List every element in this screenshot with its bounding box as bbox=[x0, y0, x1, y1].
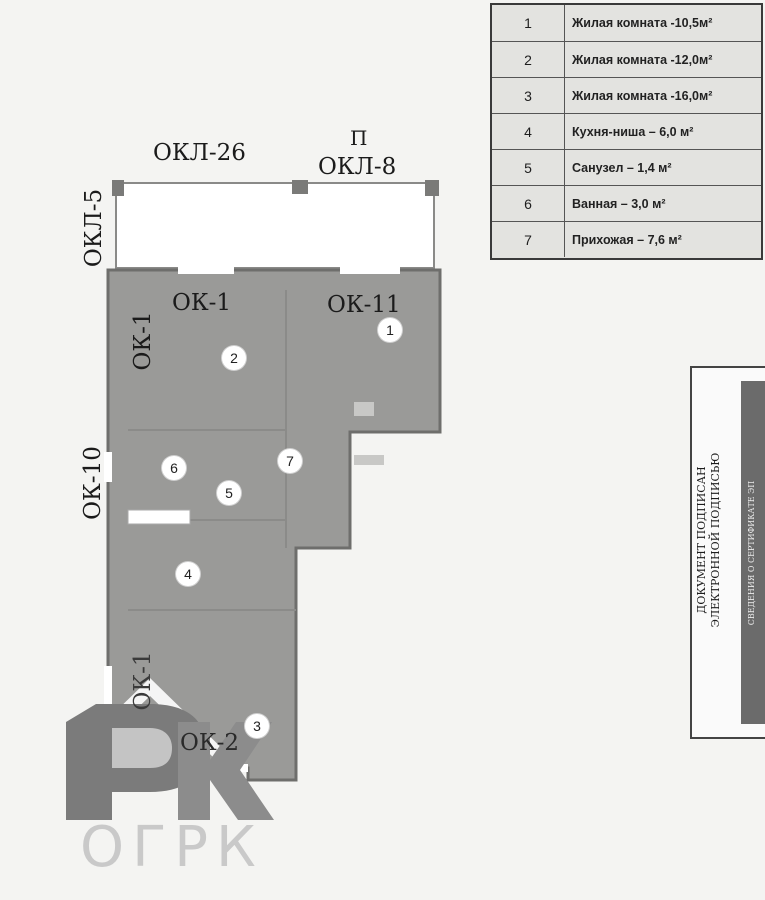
wall-label-p: П bbox=[350, 126, 368, 150]
legend-row: 2 Жилая комната -12,0м² bbox=[492, 41, 761, 77]
legend-room-number: 6 bbox=[492, 186, 565, 221]
door-marker bbox=[354, 455, 384, 465]
room-marker-3: 3 bbox=[245, 714, 269, 738]
legend-room-description: Жилая комната -16,0м² bbox=[572, 88, 713, 103]
window-opening bbox=[104, 452, 112, 482]
window-opening bbox=[178, 266, 234, 274]
legend-row: 1 Жилая комната -10,5м² bbox=[492, 5, 761, 41]
room-marker-7: 7 bbox=[278, 449, 302, 473]
stamp-certificate-text: СВЕДЕНИЯ О СЕРТИФИКАТЕ ЭП bbox=[747, 480, 756, 626]
legend-room-number: 3 bbox=[492, 78, 565, 113]
ogrk-logo-text: ОГРК bbox=[80, 815, 264, 880]
legend-room-description: Жилая комната -12,0м² bbox=[572, 52, 713, 67]
bathtub bbox=[127, 509, 191, 525]
room-marker-5: 5 bbox=[217, 481, 241, 505]
legend-row: 7 Прихожая – 7,6 м² bbox=[492, 221, 761, 257]
wall-label-ok2: ОК-2 bbox=[180, 730, 240, 756]
ogrk-logo-graphic bbox=[66, 678, 274, 820]
balcony-post bbox=[292, 180, 308, 194]
balcony-area bbox=[115, 182, 435, 269]
room-marker-4: 4 bbox=[176, 562, 200, 586]
stamp-text-block: ДОКУМЕНТ ПОДПИСАН ЭЛЕКТРОННОЙ ПОДПИСЬЮ bbox=[695, 410, 725, 670]
legend-room-number: 4 bbox=[492, 114, 565, 149]
room-marker-1: 1 bbox=[378, 318, 402, 342]
room-marker-2: 2 bbox=[222, 346, 246, 370]
legend-room-description: Ванная – 3,0 м² bbox=[572, 196, 666, 211]
wall-label-okl5: ОКЛ-5 bbox=[81, 188, 107, 268]
legend-room-description: Кухня-ниша – 6,0 м² bbox=[572, 124, 694, 139]
legend-room-number: 1 bbox=[492, 5, 565, 41]
legend-room-description: Санузел – 1,4 м² bbox=[572, 160, 672, 175]
wall-label-ok10: ОК-10 bbox=[80, 446, 106, 520]
room-legend-table: 1 Жилая комната -10,5м² 2 Жилая комната … bbox=[490, 3, 763, 260]
door-marker bbox=[354, 402, 374, 416]
stamp-line-2: ЭЛЕКТРОННОЙ ПОДПИСЬЮ bbox=[709, 452, 722, 628]
stamp-certificate-bar bbox=[741, 381, 765, 724]
balcony-corner-post bbox=[425, 180, 439, 196]
legend-row: 4 Кухня-ниша – 6,0 м² bbox=[492, 113, 761, 149]
legend-room-description: Жилая комната -10,5м² bbox=[572, 16, 713, 30]
wall-label-okl8: ОКЛ-8 bbox=[318, 154, 397, 180]
legend-row: 3 Жилая комната -16,0м² bbox=[492, 77, 761, 113]
balcony-corner-post bbox=[112, 180, 124, 196]
legend-room-number: 2 bbox=[492, 42, 565, 77]
legend-room-description: Прихожая – 7,6 м² bbox=[572, 232, 682, 247]
wall-label-ok11: ОК-11 bbox=[327, 292, 401, 318]
legend-room-number: 7 bbox=[492, 222, 565, 257]
room-marker-6: 6 bbox=[162, 456, 186, 480]
legend-row: 5 Санузел – 1,4 м² bbox=[492, 149, 761, 185]
stamp-line-1: ДОКУМЕНТ ПОДПИСАН bbox=[695, 466, 708, 614]
wall-label-ok1-top: ОК-1 bbox=[172, 290, 232, 316]
wall-label-ok1-bottom: ОК-1 bbox=[130, 651, 156, 711]
window-opening bbox=[104, 666, 112, 714]
window-opening bbox=[340, 266, 400, 274]
wall-label-ok1-left: ОК-1 bbox=[130, 311, 156, 371]
legend-row: 6 Ванная – 3,0 м² bbox=[492, 185, 761, 221]
legend-room-number: 5 bbox=[492, 150, 565, 185]
wall-label-okl26: ОКЛ-26 bbox=[153, 140, 246, 166]
